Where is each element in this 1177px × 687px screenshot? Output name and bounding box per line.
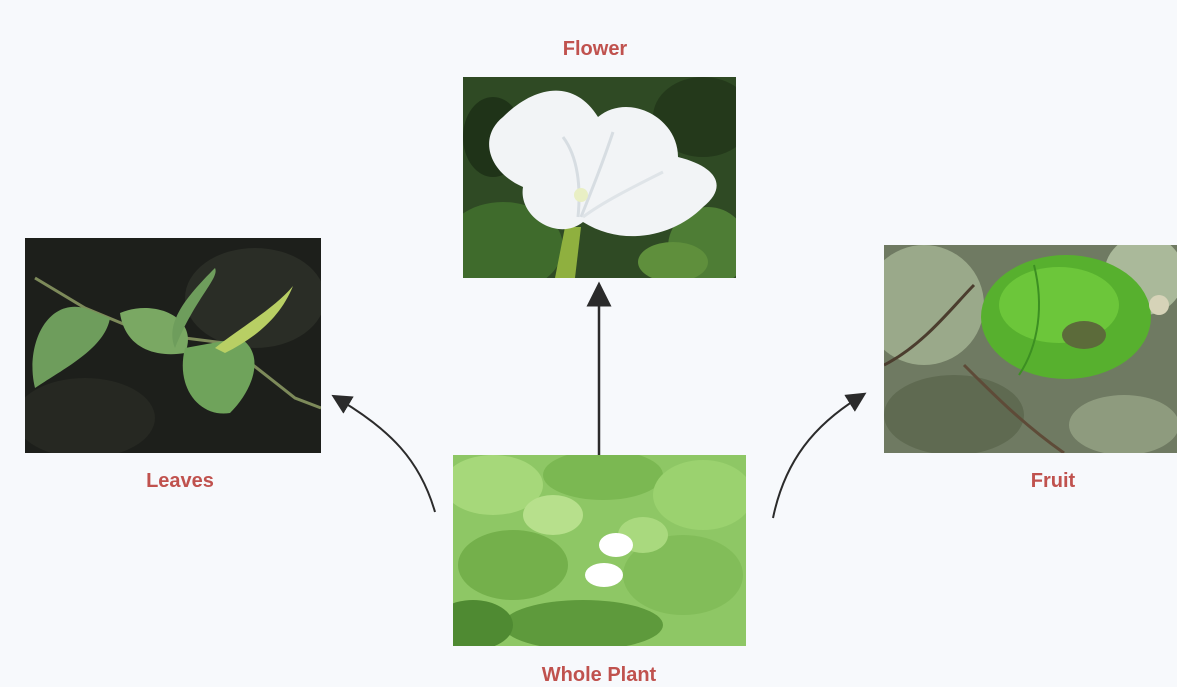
- leaves-label: Leaves: [130, 470, 230, 493]
- whole-plant-photo: [453, 455, 746, 646]
- arrow-to-fruit: [773, 398, 858, 518]
- flower-label: Flower: [547, 38, 643, 61]
- leaves-photo: [25, 238, 321, 453]
- flower-photo: [463, 77, 736, 278]
- fruit-label: Fruit: [1003, 470, 1103, 493]
- fruit-photo: [884, 245, 1177, 453]
- arrow-to-leaves: [340, 400, 435, 512]
